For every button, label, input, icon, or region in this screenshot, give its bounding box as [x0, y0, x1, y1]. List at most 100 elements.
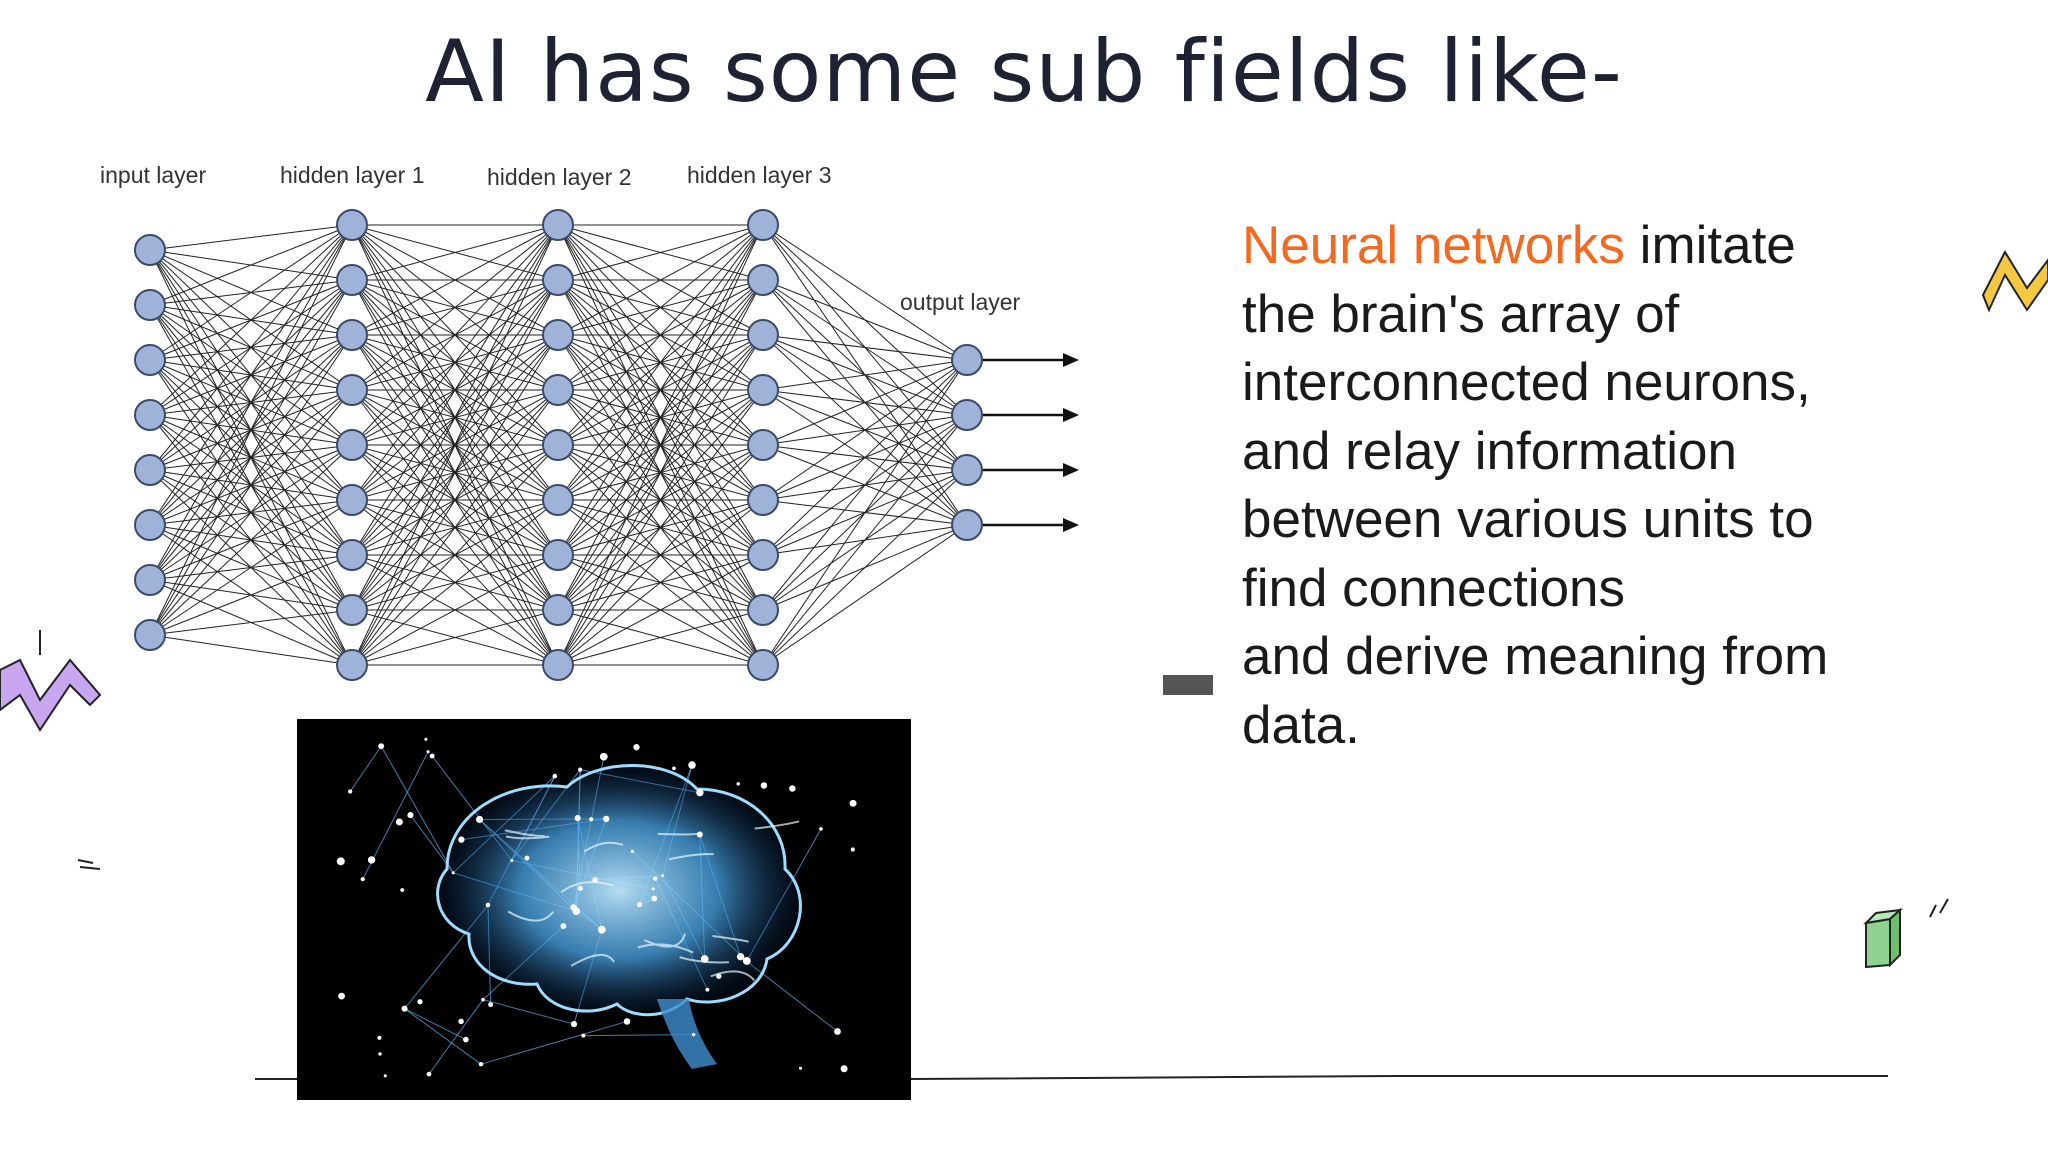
connection-edge — [149, 499, 353, 636]
neuron-node — [747, 484, 779, 516]
connection-edge — [762, 359, 968, 391]
connection-edge — [557, 609, 764, 666]
network-edges — [149, 224, 968, 666]
description-line-4: and relay information — [1242, 421, 1737, 481]
neuron-node — [336, 209, 368, 241]
neuron-node — [336, 264, 368, 296]
connection-edge — [149, 279, 353, 636]
arrow-head — [1063, 518, 1079, 532]
connection-edge — [149, 224, 353, 416]
neuron-node — [542, 319, 574, 351]
neuron-node — [336, 374, 368, 406]
connection-edge — [351, 389, 559, 666]
layer-label: input layer — [100, 162, 206, 188]
neuron-node — [542, 264, 574, 296]
description-line-7: and derive meaning from — [1242, 627, 1829, 686]
connection-edge — [149, 444, 353, 636]
connection-edge — [149, 224, 353, 526]
description-line-1: Neural networks imitate — [1242, 216, 1796, 275]
connection-edge — [557, 224, 764, 446]
connection-edge — [557, 224, 764, 501]
connection-edge — [762, 359, 968, 501]
neuron-node — [542, 374, 574, 406]
neural-network-diagram: input layer hidden layer 1 hidden layer 2 h… — [100, 162, 1079, 681]
neuron-node — [747, 429, 779, 461]
neural-network-description: Neural networks imitate the brain's arra… — [1242, 212, 1902, 760]
description-line-5: between various units to — [1242, 490, 1814, 549]
layer-label: hidden layer 2 — [487, 164, 632, 190]
layer-label: hidden layer 3 — [687, 162, 832, 188]
layer-label: hidden layer 1 — [280, 162, 425, 188]
connection-edge — [351, 499, 559, 666]
slide-title: AI has some sub fields like- — [425, 22, 1623, 122]
connection-edge — [762, 359, 968, 446]
connection-edge — [557, 224, 764, 281]
connection-edge — [762, 279, 968, 361]
connection-edge — [762, 414, 968, 666]
connection-edge — [149, 389, 353, 636]
description-line-3: interconnected neurons, — [1242, 353, 1811, 412]
neuron-node — [134, 564, 166, 596]
neuron-node — [134, 619, 166, 651]
neuron-node — [542, 484, 574, 516]
neuron-node — [336, 429, 368, 461]
neuron-node — [747, 264, 779, 296]
zigzag-left-decoration — [0, 630, 102, 732]
neuron-node — [134, 454, 166, 486]
neuron-node — [336, 539, 368, 571]
neuron-node — [336, 484, 368, 516]
connection-edge — [351, 444, 559, 666]
video-timestamp-fragment — [1163, 675, 1213, 695]
connection-edge — [351, 224, 559, 446]
connection-edge — [351, 224, 559, 611]
neuron-node — [951, 454, 983, 486]
connection-edge — [557, 444, 764, 666]
neuron-node — [336, 594, 368, 626]
neuron-node — [951, 344, 983, 376]
connection-edge — [557, 224, 764, 336]
connection-edge — [762, 524, 968, 666]
neuron-node — [747, 374, 779, 406]
connection-edge — [557, 389, 764, 666]
connection-edge — [351, 224, 559, 501]
connection-edge — [149, 224, 353, 306]
neuron-node — [336, 319, 368, 351]
neuron-node — [336, 649, 368, 681]
neuron-node — [747, 539, 779, 571]
connection-edge — [351, 279, 559, 666]
neuron-node — [542, 209, 574, 241]
connection-edge — [762, 224, 968, 361]
connection-edge — [149, 554, 353, 636]
neuron-node — [542, 649, 574, 681]
layer-label: output layer — [900, 289, 1021, 315]
zigzag-right-decoration — [1981, 249, 2048, 313]
cube-decoration — [1863, 898, 1949, 969]
sketch-mark — [77, 859, 101, 870]
connection-edge — [762, 359, 968, 556]
arrow-head — [1063, 353, 1079, 367]
connection-edge — [762, 359, 968, 611]
neuron-node — [747, 594, 779, 626]
neuron-node — [951, 509, 983, 541]
connection-edge — [557, 224, 764, 611]
connection-edge — [557, 224, 764, 666]
connection-edge — [351, 334, 559, 666]
highlight-term: Neural networks — [1242, 216, 1625, 275]
neuron-node — [134, 289, 166, 321]
neuron-node — [542, 539, 574, 571]
connection-edge — [351, 609, 559, 666]
neuron-node — [542, 594, 574, 626]
arrow-head — [1063, 463, 1079, 477]
neuron-node — [134, 234, 166, 266]
brain-shape — [436, 764, 802, 1017]
neuron-node — [134, 509, 166, 541]
connection-edge — [557, 224, 764, 391]
neuron-node — [747, 649, 779, 681]
arrow-head — [1063, 408, 1079, 422]
connection-edge — [149, 609, 353, 636]
connection-edge — [557, 554, 764, 666]
neuron-node — [542, 429, 574, 461]
connection-edge — [351, 224, 559, 336]
connection-edge — [762, 359, 968, 666]
neuron-node — [134, 399, 166, 431]
